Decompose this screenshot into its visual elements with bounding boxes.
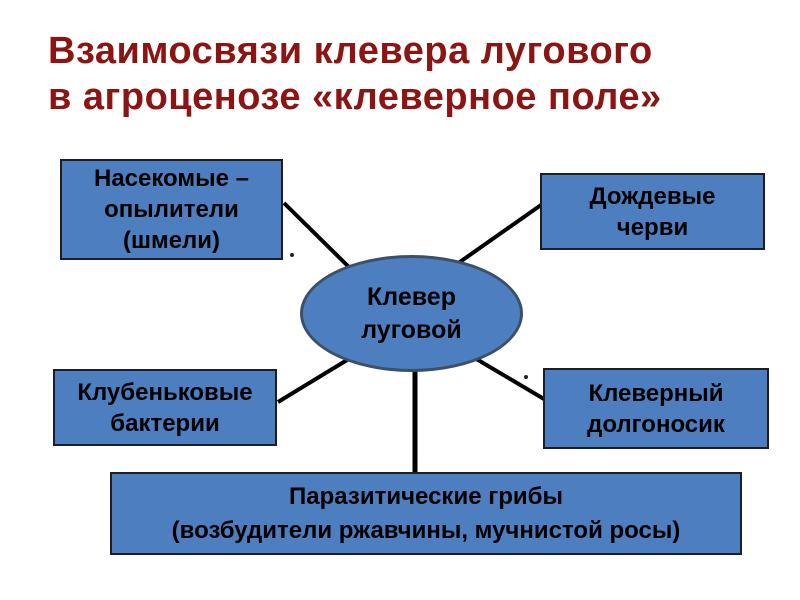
stray-dot-1: [290, 253, 294, 257]
node-label: Паразитические грибы (возбудители ржавчи…: [171, 482, 681, 544]
connector-bottom-right: [471, 355, 546, 401]
node-label: Клубеньковые бактерии: [77, 378, 253, 437]
node-label: Клевер луговой: [361, 282, 462, 344]
node-clover-weevil: Клеверный долгоносик: [543, 368, 769, 449]
node-label: Дождевые черви: [589, 182, 716, 241]
node-label: Клеверный долгоносик: [587, 379, 725, 438]
title-line-2: в агроценозе «клеверное поле»: [48, 76, 662, 118]
slide-title: Взаимосвязи клевера лугового в агроценоз…: [48, 28, 662, 120]
node-nodule-bacteria: Клубеньковые бактерии: [53, 369, 277, 446]
node-clover-center: Клевер луговой: [300, 255, 523, 372]
title-line-1: Взаимосвязи клевера лугового: [48, 30, 653, 72]
connector-top-right: [455, 203, 543, 266]
node-label: Насекомые – опылители (шмели): [93, 165, 250, 254]
node-earthworms: Дождевые черви: [540, 173, 765, 250]
stray-dot-2: [524, 375, 528, 379]
connector-bottom-left: [276, 355, 354, 404]
node-parasitic-fungi: Паразитические грибы (возбудители ржавчи…: [110, 472, 742, 555]
node-insect-pollinators: Насекомые – опылители (шмели): [60, 159, 283, 260]
